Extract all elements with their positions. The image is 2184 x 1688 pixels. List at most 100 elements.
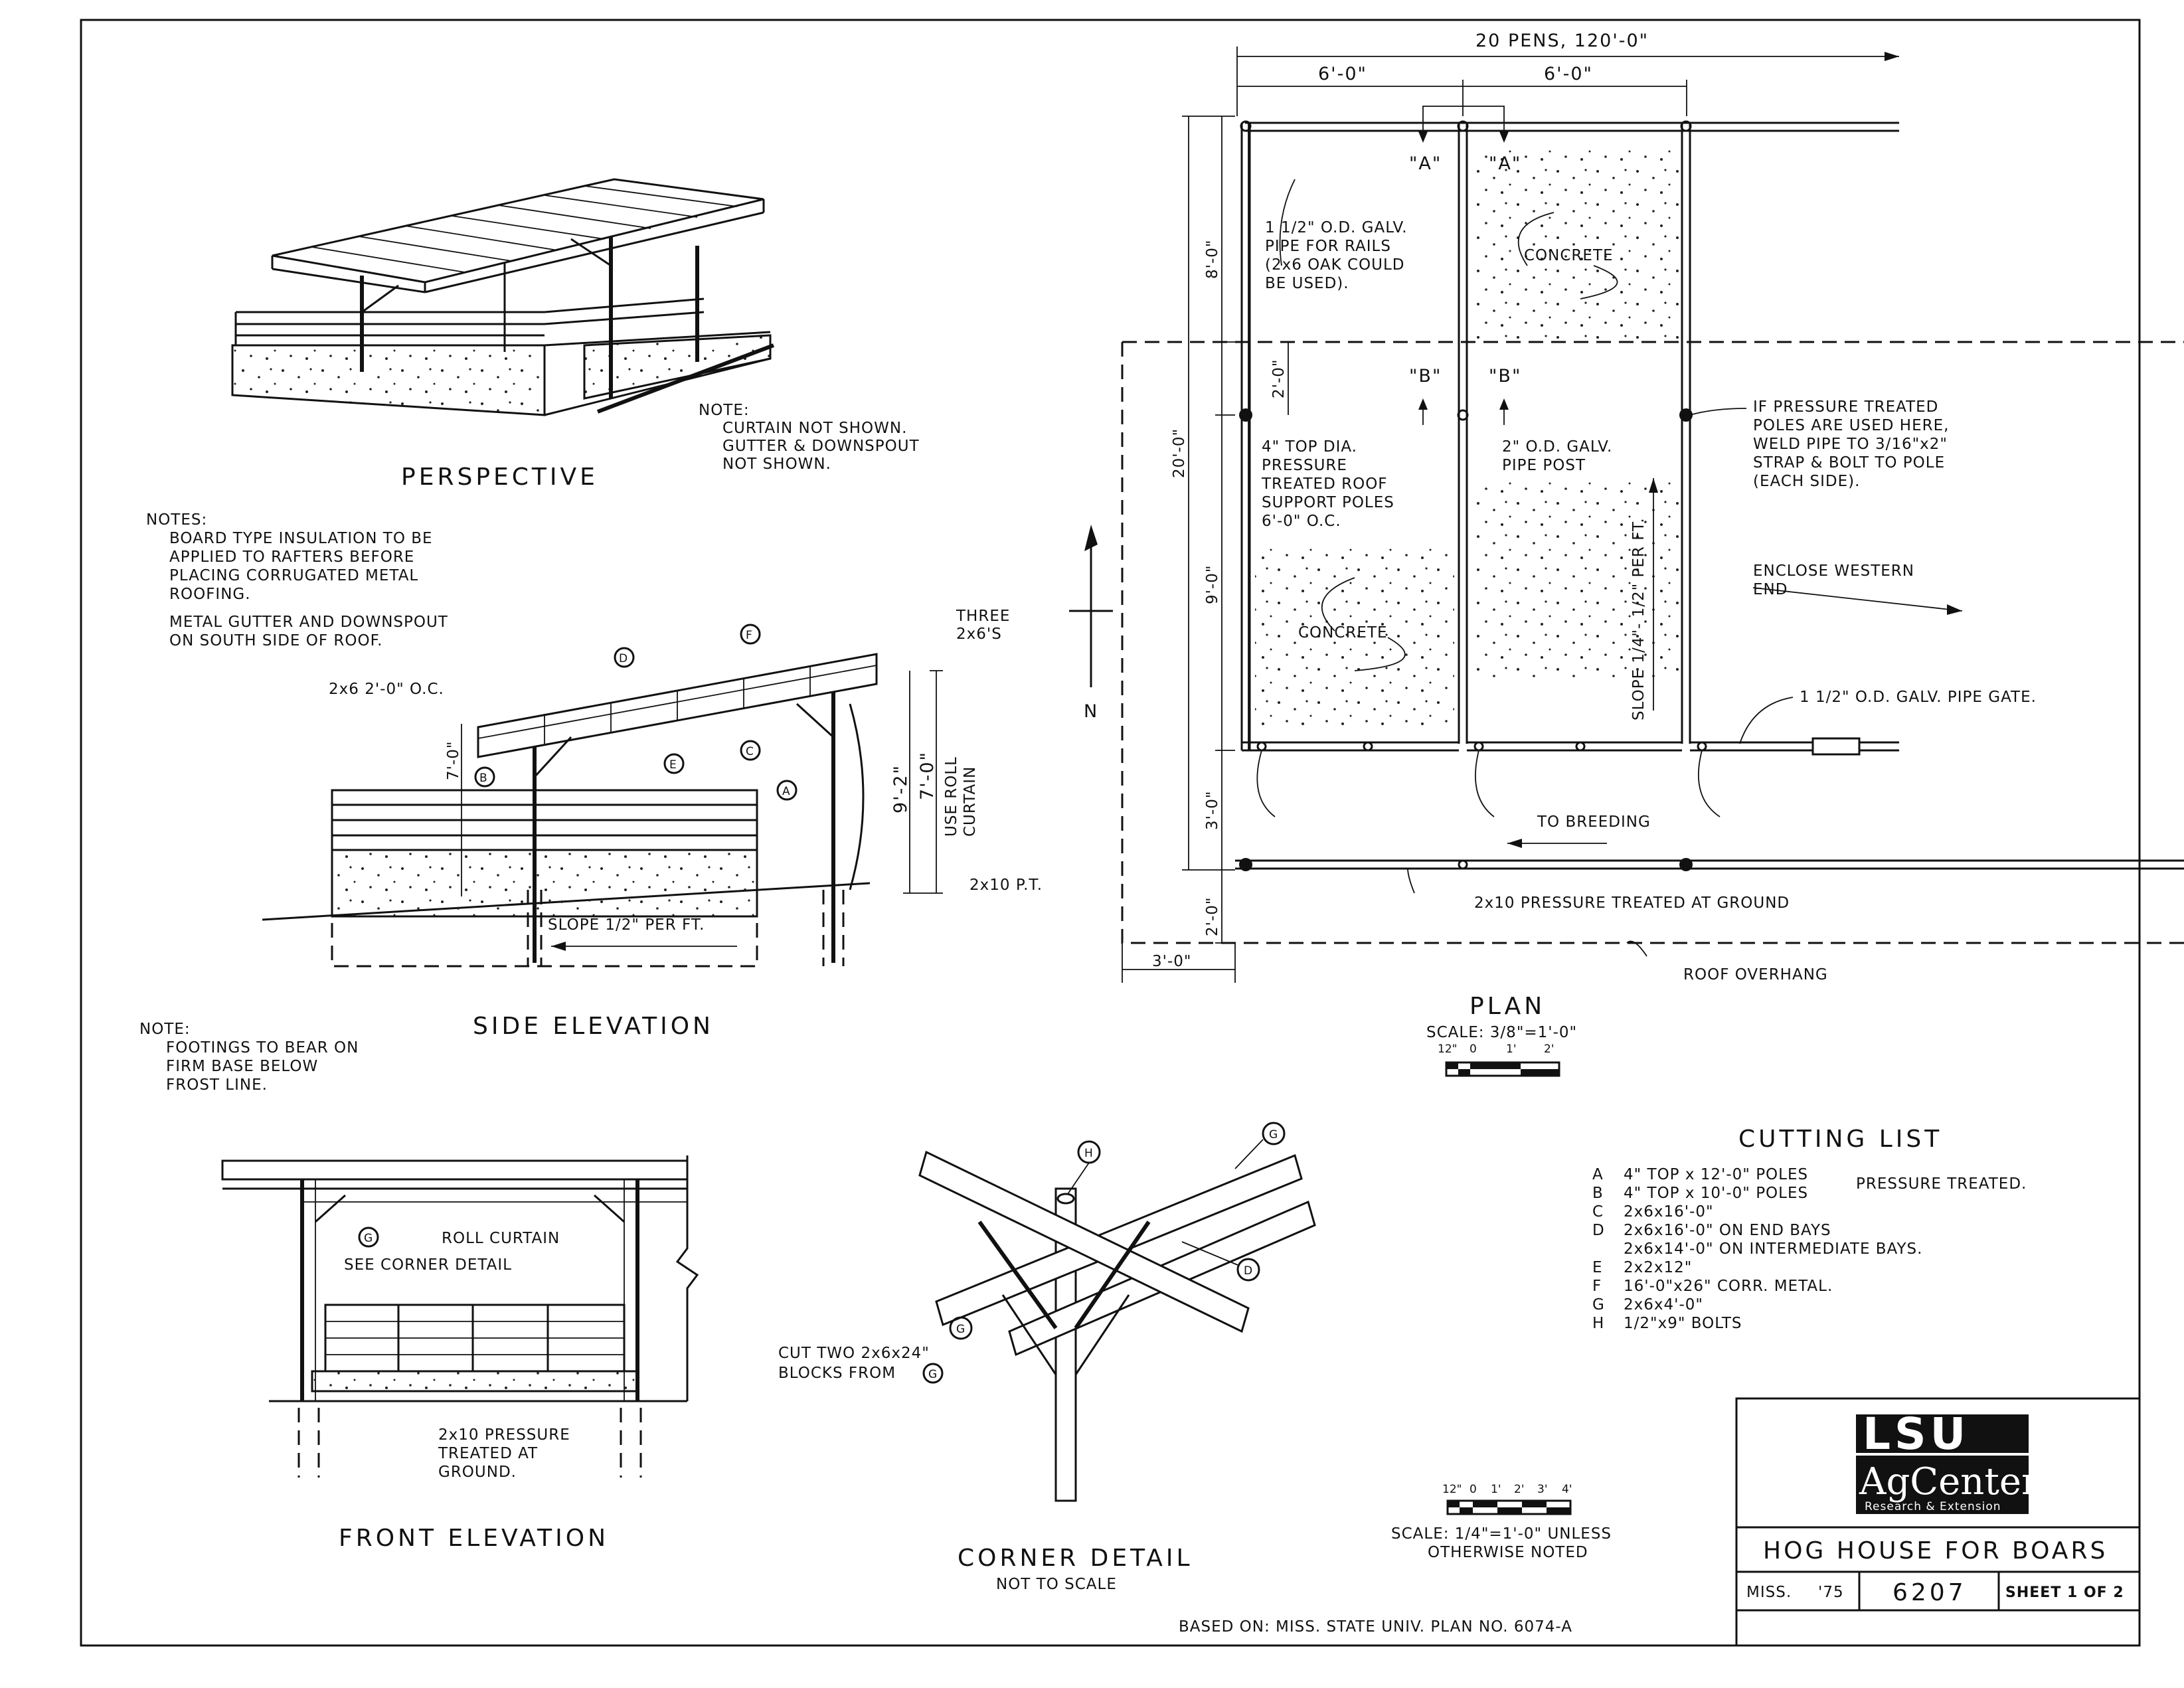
plan-concrete-upper: CONCRETE: [1524, 247, 1614, 264]
plan-rail-note: 1 1/2" O.D. GALV. PIPE FOR RAILS (2x6 OA…: [1265, 219, 1408, 292]
general-notes: NOTES: BOARD TYPE INSULATION TO BE APPLI…: [146, 511, 448, 649]
svg-text:2x6x14'-0" ON INTERMEDIATE BAY: 2x6x14'-0" ON INTERMEDIATE BAYS.: [1624, 1240, 1922, 1258]
svg-text:NOTE:: NOTE:: [139, 1021, 191, 1038]
plan-gate: 1 1/2" O.D. GALV. PIPE GATE.: [1800, 689, 2037, 706]
plan-title: PLAN: [1470, 993, 1545, 1020]
svg-text:B: B: [1592, 1185, 1604, 1202]
side-elevation-title: SIDE ELEVATION: [473, 1013, 714, 1040]
svg-text:IF PRESSURE TREATED: IF PRESSURE TREATED: [1753, 398, 1938, 416]
svg-text:E: E: [1592, 1259, 1603, 1276]
footing-note: NOTE: FOOTINGS TO BEAR ON FIRM BASE BELO…: [139, 1021, 359, 1094]
plan-drawing: [1069, 46, 2184, 983]
svg-text:USE ROLL: USE ROLL: [943, 756, 960, 837]
svg-text:PLACING CORRUGATED METAL: PLACING CORRUGATED METAL: [169, 567, 418, 584]
svg-text:(2x6 OAK COULD: (2x6 OAK COULD: [1265, 256, 1405, 274]
cutting-list: A 4" TOP x 12'-0" POLES B 4" TOP x 10'-0…: [1592, 1166, 2027, 1332]
svg-text:2': 2': [1544, 1043, 1554, 1056]
side-callout-d: D: [619, 652, 628, 665]
svg-text:POLES ARE USED HERE,: POLES ARE USED HERE,: [1753, 417, 1949, 434]
side-rafter-note: 2x6 2'-0" O.C.: [329, 681, 444, 698]
corner-detail-title: CORNER DETAIL: [958, 1545, 1193, 1572]
svg-text:A: A: [1592, 1166, 1604, 1183]
plan-dim-overhang: 3'-0": [1152, 953, 1191, 970]
svg-text:PRESSURE TREATED.: PRESSURE TREATED.: [1856, 1175, 2027, 1193]
title-plan-no: 6207: [1892, 1579, 1967, 1606]
lsu-agcenter-logo: [1856, 1414, 2029, 1514]
drawing-title: HOG HOUSE FOR BOARS: [1763, 1537, 2108, 1564]
svg-text:4" TOP x 10'-0" POLES: 4" TOP x 10'-0" POLES: [1624, 1185, 1808, 1202]
svg-text:C: C: [1592, 1203, 1604, 1221]
svg-text:PIPE POST: PIPE POST: [1502, 457, 1586, 474]
svg-text:APPLIED TO RAFTERS BEFORE: APPLIED TO RAFTERS BEFORE: [169, 549, 414, 566]
corner-callout-g1: G: [1269, 1128, 1278, 1141]
scale-note-line2: OTHERWISE NOTED: [1428, 1544, 1588, 1561]
svg-text:NOTE:: NOTE:: [699, 402, 750, 419]
plan-north: N: [1084, 701, 1098, 722]
svg-text:FOOTINGS TO BEAR ON: FOOTINGS TO BEAR ON: [166, 1039, 359, 1056]
svg-text:4" TOP x 12'-0" POLES: 4" TOP x 12'-0" POLES: [1624, 1166, 1808, 1183]
side-callout-e: E: [669, 758, 677, 772]
perspective-title: PERSPECTIVE: [401, 464, 598, 491]
plan-concrete-lower: CONCRETE: [1298, 624, 1388, 641]
front-callout-g: G: [364, 1232, 373, 1245]
title-origin: MISS.: [1746, 1584, 1792, 1601]
side-three-2x6-note: THREE 2x6'S: [956, 608, 1009, 643]
title-year: '75: [1818, 1584, 1844, 1601]
corner-detail-drawing: [918, 1122, 1316, 1502]
svg-text:STRAP & BOLT TO POLE: STRAP & BOLT TO POLE: [1753, 454, 1945, 471]
side-slope: SLOPE 1/2" PER FT.: [548, 916, 705, 934]
svg-text:1': 1': [1506, 1043, 1517, 1056]
svg-text:2x6x16'-0": 2x6x16'-0": [1624, 1203, 1714, 1221]
svg-text:METAL GUTTER AND DOWNSPOUT: METAL GUTTER AND DOWNSPOUT: [169, 614, 448, 631]
svg-text:F: F: [1592, 1278, 1602, 1295]
svg-text:1 1/2" O.D. GALV.: 1 1/2" O.D. GALV.: [1265, 219, 1408, 236]
plan-pole-note: 4" TOP DIA. PRESSURE TREATED ROOF SUPPOR…: [1261, 438, 1394, 530]
svg-text:16'-0"x26" CORR. METAL.: 16'-0"x26" CORR. METAL.: [1624, 1278, 1833, 1295]
side-callout-c: C: [746, 745, 754, 758]
general-scale-bar: 12" 0 1' 2' 3' 4': [1442, 1483, 1572, 1515]
svg-text:CURTAIN: CURTAIN: [962, 766, 979, 837]
plan-dim-3: 3'-0": [1204, 791, 1221, 830]
side-elevation-drawing: [262, 624, 943, 968]
cutting-list-title: CUTTING LIST: [1738, 1126, 1942, 1153]
plan-scale: SCALE: 3/8"=1'-0": [1426, 1024, 1577, 1041]
plan-scale-bar: 12" 0 1' 2': [1438, 1043, 1560, 1077]
front-see-corner: SEE CORNER DETAIL: [344, 1256, 512, 1274]
plan-dim-2a: 2'-0": [1270, 359, 1288, 398]
plan-overall-dim: 20 PENS, 120'-0": [1475, 31, 1649, 51]
plan-post-note: 2" O.D. GALV. PIPE POST: [1502, 438, 1612, 474]
plan-dim-8: 8'-0": [1204, 240, 1221, 279]
svg-text:1': 1': [1491, 1483, 1501, 1496]
corner-callout-h: H: [1084, 1147, 1093, 1160]
svg-text:(EACH SIDE).: (EACH SIDE).: [1753, 473, 1860, 490]
svg-text:ON SOUTH SIDE OF ROOF.: ON SOUTH SIDE OF ROOF.: [169, 632, 382, 649]
svg-text:2x2x12": 2x2x12": [1624, 1259, 1692, 1276]
svg-text:G: G: [1592, 1296, 1605, 1313]
plan-pen-width-1: 6'-0": [1318, 64, 1367, 84]
svg-text:ROOFING.: ROOFING.: [169, 586, 251, 603]
svg-text:2x6'S: 2x6'S: [956, 626, 1002, 643]
front-base-note: 2x10 PRESSURE TREATED AT GROUND.: [438, 1426, 570, 1481]
svg-text:3': 3': [1537, 1483, 1548, 1496]
corner-callout-g2: G: [956, 1323, 965, 1336]
svg-text:H: H: [1592, 1315, 1604, 1332]
svg-text:D: D: [1592, 1222, 1605, 1239]
svg-text:2x6x4'-0": 2x6x4'-0": [1624, 1296, 1703, 1313]
svg-text:FIRM BASE BELOW: FIRM BASE BELOW: [166, 1058, 318, 1075]
svg-text:BE USED).: BE USED).: [1265, 275, 1349, 292]
front-elevation-drawing: [221, 1155, 699, 1477]
plan-pen-width-2: 6'-0": [1544, 64, 1593, 84]
front-elevation-title: FRONT ELEVATION: [339, 1525, 609, 1552]
svg-text:BLOCKS FROM: BLOCKS FROM: [778, 1365, 896, 1382]
front-roll-curtain: ROLL CURTAIN: [442, 1230, 560, 1247]
side-callout-a: A: [782, 785, 790, 798]
plan-section-b-right: "B": [1489, 366, 1521, 386]
svg-text:TREATED ROOF: TREATED ROOF: [1261, 475, 1388, 493]
svg-text:CUT TWO 2x6x24": CUT TWO 2x6x24": [778, 1345, 930, 1362]
based-on-note: BASED ON: MISS. STATE UNIV. PLAN NO. 607…: [1179, 1618, 1572, 1636]
side-height-right: 7'-0": [917, 751, 938, 800]
plan-enclose-note: ENCLOSE WESTERN END: [1753, 562, 1914, 598]
title-sheet: SHEET 1 OF 2: [2005, 1584, 2124, 1601]
svg-text:0: 0: [1470, 1043, 1477, 1056]
